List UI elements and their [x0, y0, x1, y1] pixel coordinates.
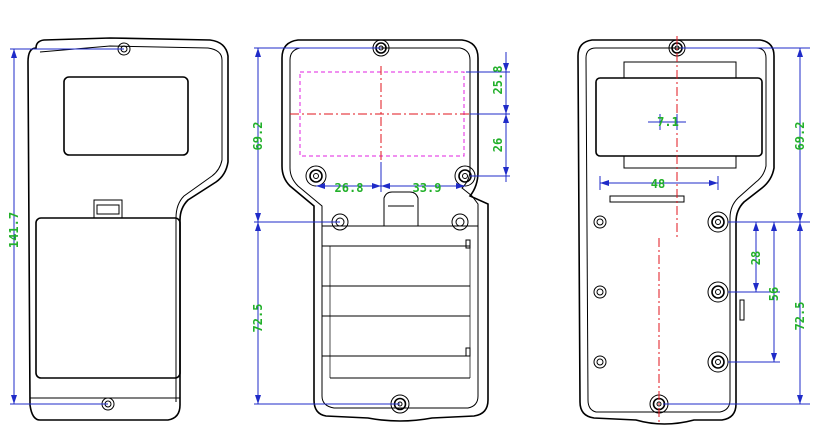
inside-dim-boss-left: 26.8: [335, 181, 364, 195]
front-dim-pitch-28: 28: [749, 251, 763, 265]
front-display-window: [595, 77, 763, 157]
front-dim-window-offset: 7.1: [657, 115, 679, 129]
front-dim-pitch-56: 56: [767, 287, 781, 301]
inside-inner-wall: [289, 47, 479, 409]
front-side-notch: [739, 299, 745, 321]
inside-boss-left: [305, 165, 327, 187]
front-housing-inner-edge: [585, 47, 767, 413]
front-key-2: [707, 281, 729, 303]
front-view: 7.1 48 69.2 72.5 28 56: [577, 36, 810, 425]
inside-dim-boss-right: 33.9: [413, 181, 442, 195]
front-slot: [609, 195, 685, 203]
inside-dim-lower-height: 72.5: [251, 304, 265, 333]
back-display-recess: [63, 76, 189, 156]
inside-dim-window-bottom: 26: [491, 138, 505, 152]
front-key-3: [707, 351, 729, 373]
battery-latch: [93, 199, 123, 218]
front-hole-left-3: [593, 355, 607, 369]
back-housing-inner-edge: [39, 45, 223, 402]
front-window-bottom-flange: [623, 155, 737, 169]
inside-dim-upper-height: 69.2: [251, 122, 265, 151]
inside-dim-window-top: 25.8: [491, 66, 505, 95]
battery-cover: [35, 217, 181, 379]
back-view: 141.7: [7, 37, 229, 421]
front-dim-slot-width: 48: [651, 177, 665, 191]
inside-housing-outline: [281, 39, 489, 422]
battery-clip: [383, 191, 419, 226]
front-window-top-flange: [623, 61, 737, 79]
inside-internal-ribs: [322, 225, 478, 379]
front-dim-upper-height: 69.2: [793, 122, 807, 151]
front-hole-left-2: [593, 285, 607, 299]
back-housing-outline: [27, 37, 229, 421]
front-key-1: [707, 211, 729, 233]
front-hole-left-1: [593, 215, 607, 229]
front-housing-outline: [577, 39, 775, 425]
inside-boss-mid-right: [451, 213, 469, 231]
inside-view: 69.2 72.5 25.8 26 26.8 33.9: [251, 39, 510, 422]
back-dim-overall-height: 141.7: [7, 212, 21, 248]
front-dim-lower-height: 72.5: [793, 302, 807, 331]
